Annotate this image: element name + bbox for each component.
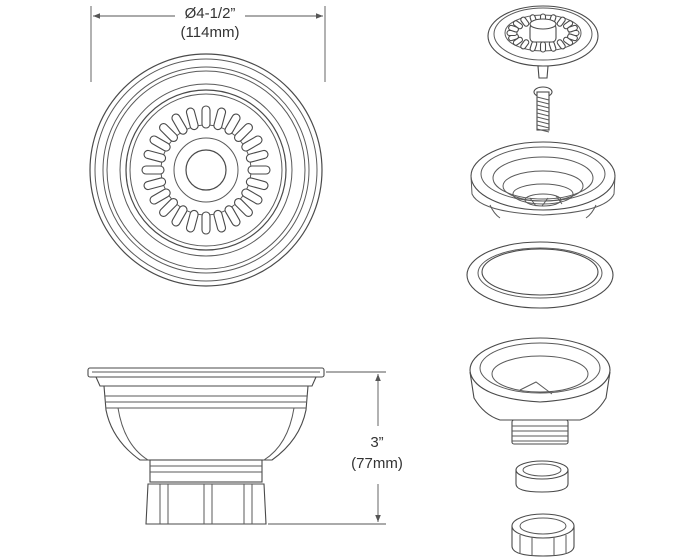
exploded-view xyxy=(466,5,616,557)
side-coupling-nut xyxy=(145,483,267,525)
sink-flange-part xyxy=(470,141,616,219)
strainer-slot xyxy=(224,113,241,135)
basket-slot xyxy=(556,16,566,27)
flange-outer-ring xyxy=(89,53,323,287)
center-post xyxy=(185,149,227,191)
strainer-slot xyxy=(241,135,263,152)
basket-slot xyxy=(539,41,547,53)
diameter-label: Ø4-1/2” xyxy=(185,5,236,22)
strainer-slot xyxy=(171,205,188,227)
strainer-slot xyxy=(141,165,165,175)
drain-body-part xyxy=(469,337,611,445)
strainer-slot xyxy=(143,177,167,191)
basket-rim xyxy=(125,89,287,251)
basket-slot xyxy=(512,20,523,30)
strainer-slot xyxy=(201,105,211,129)
strainer-slot xyxy=(159,197,179,217)
strainer-slot xyxy=(247,165,271,175)
rubber-gasket-part xyxy=(466,241,614,309)
top-view: Ø4-1/2” (114mm) xyxy=(89,5,326,287)
strainer-slot xyxy=(224,205,241,227)
strainer-slot xyxy=(149,135,171,152)
strainer-basket-part xyxy=(487,5,599,79)
strainer-slot xyxy=(245,149,269,163)
diameter-metric-label: (114mm) xyxy=(181,24,240,41)
strainer-slot xyxy=(143,149,167,163)
strainer-slot xyxy=(241,188,263,205)
strainer-slot xyxy=(213,107,227,131)
strainer-slot xyxy=(245,177,269,191)
basket-slot xyxy=(567,24,578,33)
basket-slot xyxy=(520,16,530,27)
basket-slot xyxy=(520,39,530,50)
strainer-slot xyxy=(233,197,253,217)
strainer-slot xyxy=(149,188,171,205)
strainer-slot xyxy=(185,107,199,131)
height-label: 3” xyxy=(370,434,383,451)
stem-screw-part xyxy=(533,86,553,133)
side-neck xyxy=(149,459,263,483)
strainer-slots xyxy=(141,105,271,235)
basket-slot xyxy=(563,36,574,46)
strainer-slot xyxy=(233,123,253,143)
strainer-slot xyxy=(213,209,227,233)
strainer-slot xyxy=(185,209,199,233)
strainer-slot xyxy=(171,113,188,135)
strainer-slot xyxy=(159,123,179,143)
coupling-nut-part xyxy=(511,513,575,557)
side-body xyxy=(103,385,309,461)
side-view: 3” (77mm) xyxy=(87,367,403,525)
basket-slot xyxy=(556,39,566,50)
strainer-slot xyxy=(201,211,211,235)
friction-ring-part xyxy=(515,460,569,493)
height-metric-label: (77mm) xyxy=(351,455,403,472)
